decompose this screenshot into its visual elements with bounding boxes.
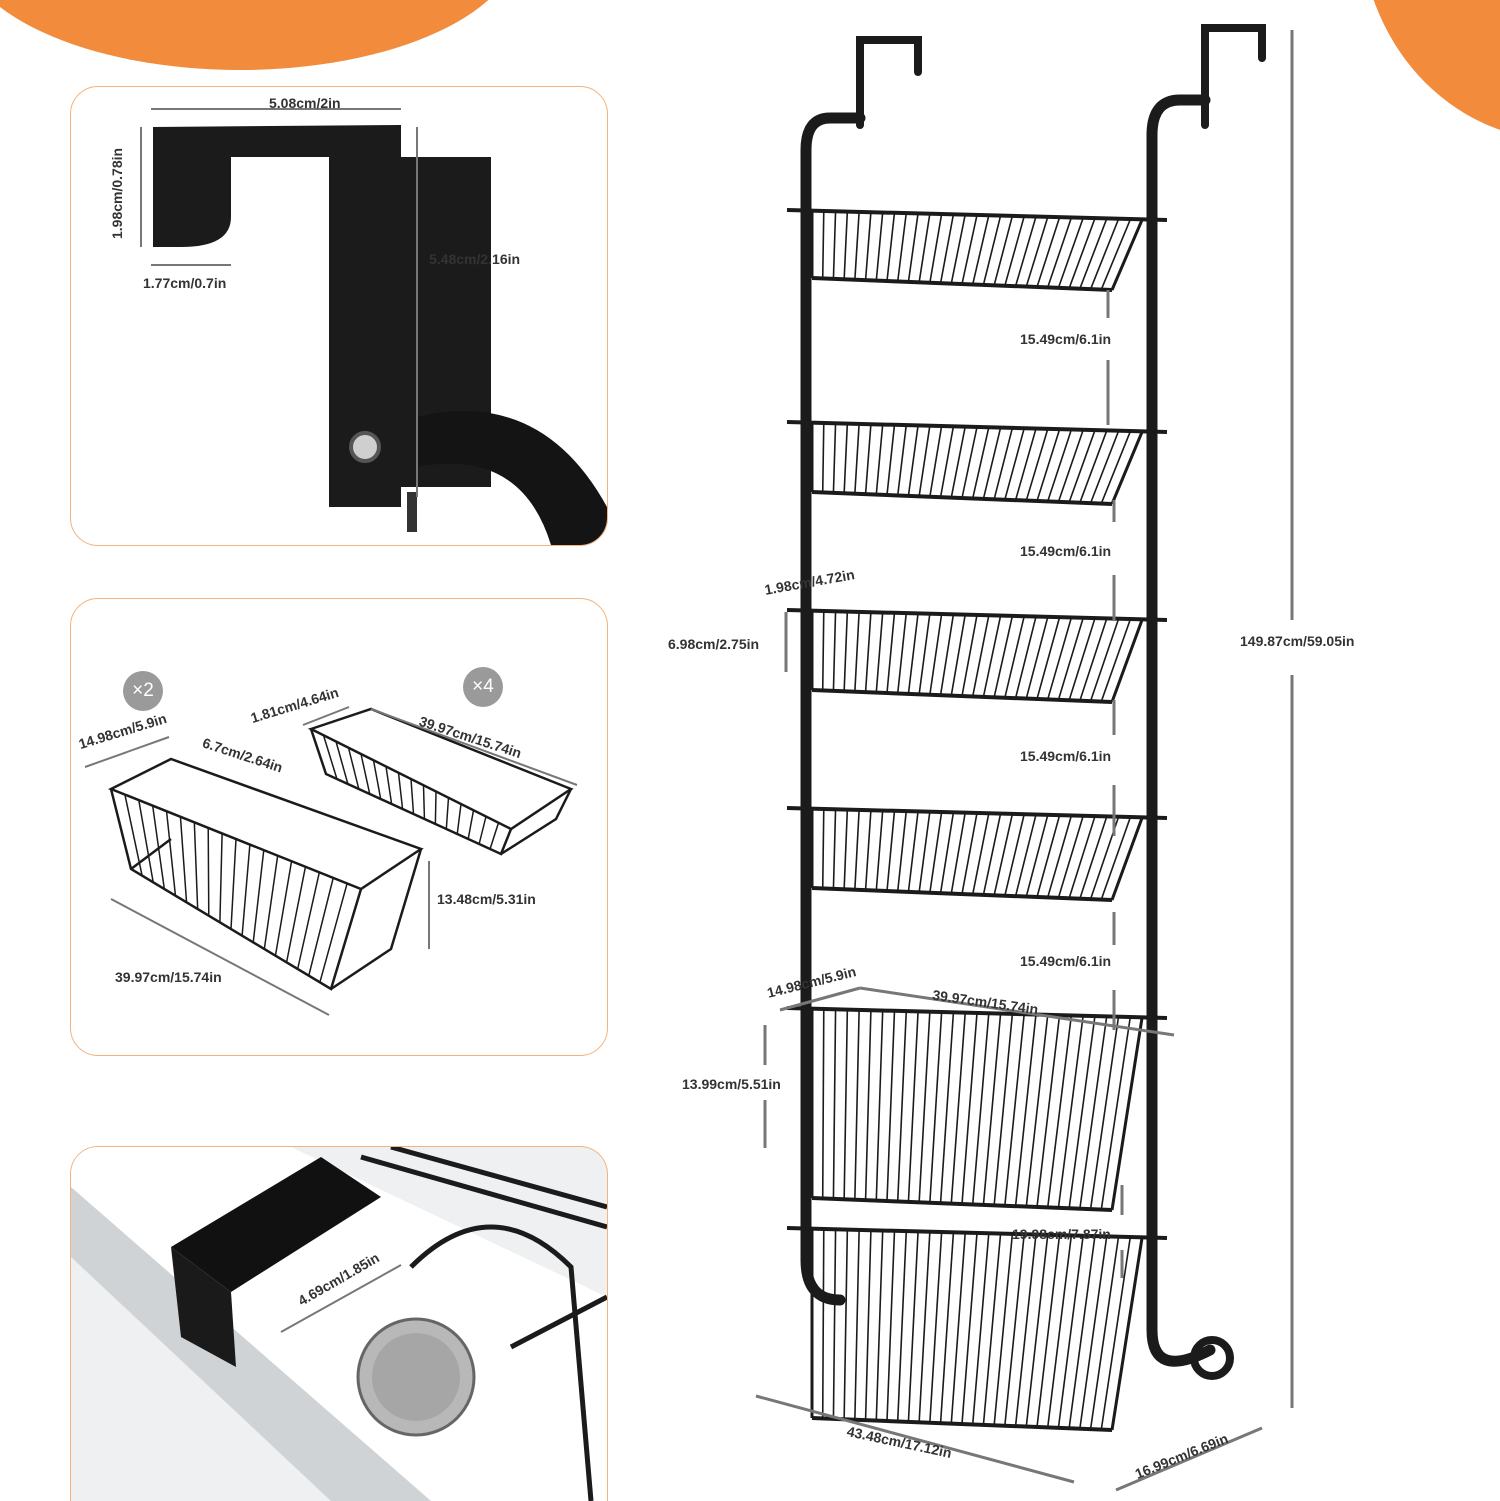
- small-basket-quantity-badge: ×4: [463, 667, 503, 707]
- rack-total-height-label: 149.87cm/59.05in: [1240, 633, 1355, 649]
- hook-lip-height-label: 1.98cm/0.78in: [109, 147, 125, 239]
- rack-large-basket-height-label: 13.99cm/5.51in: [682, 1076, 781, 1092]
- rack-spacing-4-label: 15.49cm/6.1in: [1020, 953, 1112, 969]
- hook-height-label: 5.48cm/2.16in: [429, 251, 521, 267]
- rack-large-basket-length-label: 39.97cm/15.74in: [931, 986, 1040, 1018]
- rack-small-basket-depth-label: 1.98cm/4.72in: [763, 566, 856, 598]
- rack-total-width-label: 43.48cm/17.12in: [845, 1423, 954, 1461]
- hook-width-label: 5.08cm/2in: [269, 95, 341, 111]
- rack-small-basket-height-label: 6.98cm/2.75in: [668, 636, 760, 652]
- large-basket-length-label: 39.97cm/15.74in: [115, 969, 222, 985]
- rack-spacing-5-label: 19.98cm/7.87in: [1012, 1226, 1111, 1242]
- hook-detail-panel: 5.08cm/2in 1.98cm/0.78in 1.77cm/0.7in 5.…: [70, 86, 608, 546]
- baskets-panel: ×2 ×4 14.98cm/5.9in 1.81cm/4.64in 39.97c…: [70, 598, 608, 1056]
- rack-total-depth-label: 16.99cm/6.69in: [1132, 1430, 1231, 1482]
- rack-large-basket-depth-label: 14.98cm/5.9in: [765, 963, 858, 1001]
- door-clip-panel: 4.69cm/1.85in: [70, 1146, 608, 1501]
- large-basket-quantity-badge: ×2: [123, 671, 163, 711]
- baskets-illustration: [84, 706, 578, 1016]
- hook-illustration: [140, 108, 607, 545]
- door-clip-illustration: [71, 1147, 607, 1501]
- decor-orange-blob-right: [1360, 0, 1500, 140]
- hook-lip-depth-label: 1.77cm/0.7in: [143, 275, 227, 291]
- rack-spacing-3-label: 15.49cm/6.1in: [1020, 748, 1112, 764]
- rack-spacing-2-label: 15.49cm/6.1in: [1020, 543, 1112, 559]
- large-basket-height-label: 13.48cm/5.31in: [437, 891, 536, 907]
- rack-spacing-1-label: 15.49cm/6.1in: [1020, 331, 1112, 347]
- decor-orange-blob-top: [0, 0, 520, 70]
